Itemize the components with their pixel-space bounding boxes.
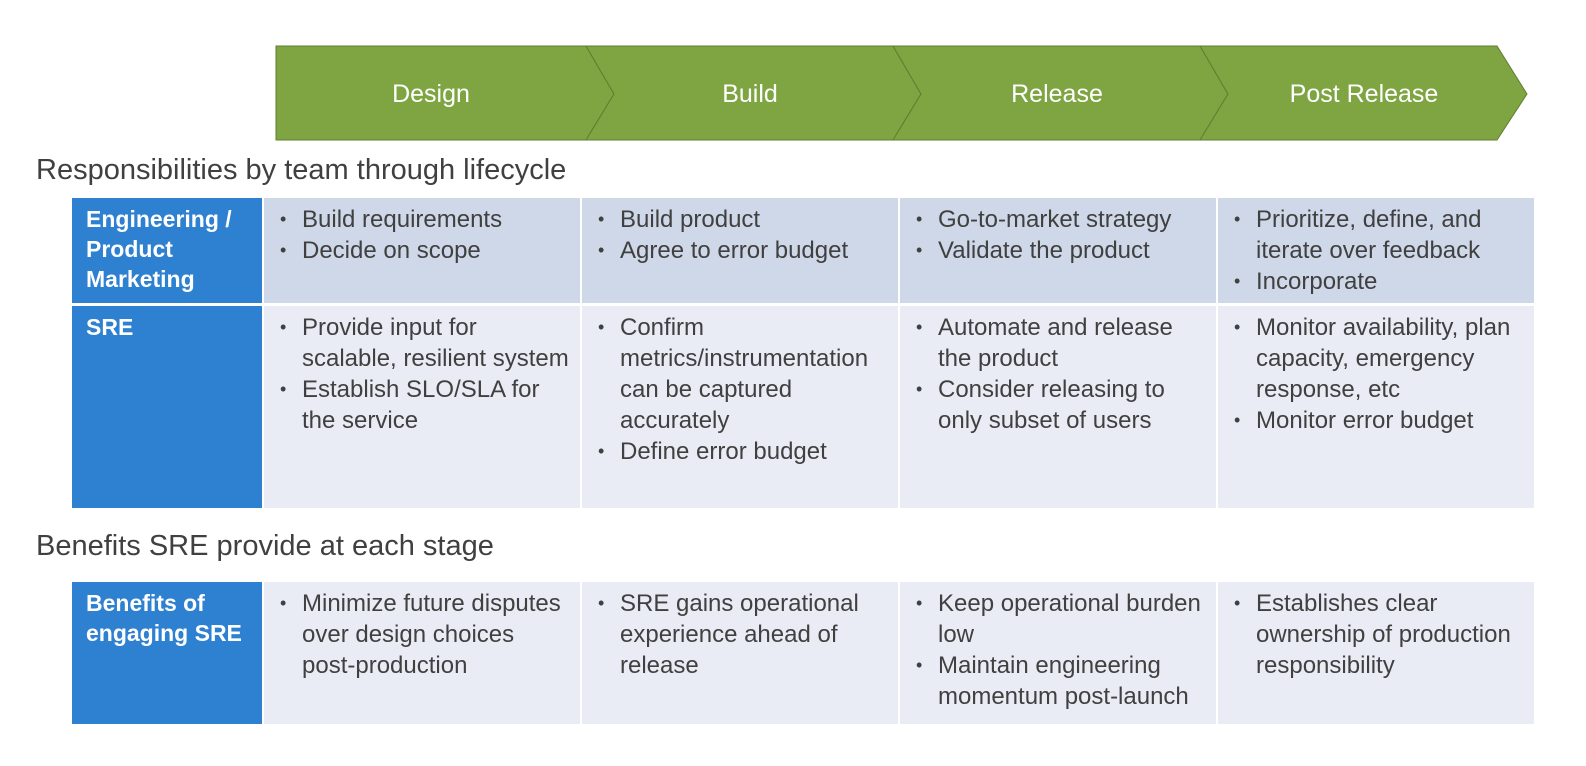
cell-benefit-release: Keep operational burden low Maintain eng… <box>898 582 1216 724</box>
cell-benefit-post-release: Establishes clear ownership of productio… <box>1216 582 1534 724</box>
list-item: SRE gains operational experience ahead o… <box>596 588 888 681</box>
cell-sre-release: Automate and release the product Conside… <box>898 306 1216 508</box>
list-item: Automate and release the product <box>914 312 1206 374</box>
stage-chevrons: Design Build Release Post Release <box>0 0 1586 150</box>
list-item: Establishes clear ownership of productio… <box>1232 588 1524 681</box>
list-item: Incorporate <box>1232 266 1524 297</box>
cell-eng-design: Build requirements Decide on scope <box>262 198 580 303</box>
list-item: Validate the product <box>914 235 1206 266</box>
cell-eng-release: Go-to-market strategy Validate the produ… <box>898 198 1216 303</box>
list-item: Decide on scope <box>278 235 570 266</box>
cell-sre-build: Confirm metrics/instrumentation can be c… <box>580 306 898 508</box>
list-item: Define error budget <box>596 436 888 467</box>
list-item: Minimize future disputes over design cho… <box>278 588 570 681</box>
cell-sre-post-release: Monitor availability, plan capacity, eme… <box>1216 306 1534 508</box>
list-item: Confirm metrics/instrumentation can be c… <box>596 312 888 436</box>
team-label-sre: SRE <box>72 306 262 508</box>
list-item: Agree to error budget <box>596 235 888 266</box>
responsibilities-title: Responsibilities by team through lifecyc… <box>36 154 567 186</box>
stage-label-design: Design <box>392 79 470 108</box>
chevron-graphic <box>275 45 1528 141</box>
list-item: Keep operational burden low <box>914 588 1206 650</box>
cell-benefit-design: Minimize future disputes over design cho… <box>262 582 580 724</box>
cell-eng-post-release: Prioritize, define, and iterate over fee… <box>1216 198 1534 303</box>
list-item: Monitor error budget <box>1232 405 1524 436</box>
list-item: Prioritize, define, and iterate over fee… <box>1232 204 1524 266</box>
cell-sre-design: Provide input for scalable, resilient sy… <box>262 306 580 508</box>
cell-benefit-build: SRE gains operational experience ahead o… <box>580 582 898 724</box>
responsibilities-table: Engineering / Product Marketing Build re… <box>72 198 1534 508</box>
list-item: Build requirements <box>278 204 570 235</box>
team-label-benefits: Benefits of engaging SRE <box>72 582 262 724</box>
benefits-title: Benefits SRE provide at each stage <box>36 530 494 562</box>
cell-eng-build: Build product Agree to error budget <box>580 198 898 303</box>
stage-label-build: Build <box>722 79 778 108</box>
team-label-engineering: Engineering / Product Marketing <box>72 198 262 303</box>
list-item: Monitor availability, plan capacity, eme… <box>1232 312 1524 405</box>
list-item: Build product <box>596 204 888 235</box>
list-item: Provide input for scalable, resilient sy… <box>278 312 570 374</box>
chevron-post-release <box>1199 45 1528 141</box>
stage-label-release: Release <box>1011 79 1103 108</box>
benefits-table: Benefits of engaging SRE Minimize future… <box>72 582 1534 724</box>
list-item: Go-to-market strategy <box>914 204 1206 235</box>
list-item: Maintain engineering momentum post-launc… <box>914 650 1206 712</box>
stage-label-post-release: Post Release <box>1289 79 1439 108</box>
list-item: Consider releasing to only subset of use… <box>914 374 1206 436</box>
list-item: Establish SLO/SLA for the service <box>278 374 570 436</box>
